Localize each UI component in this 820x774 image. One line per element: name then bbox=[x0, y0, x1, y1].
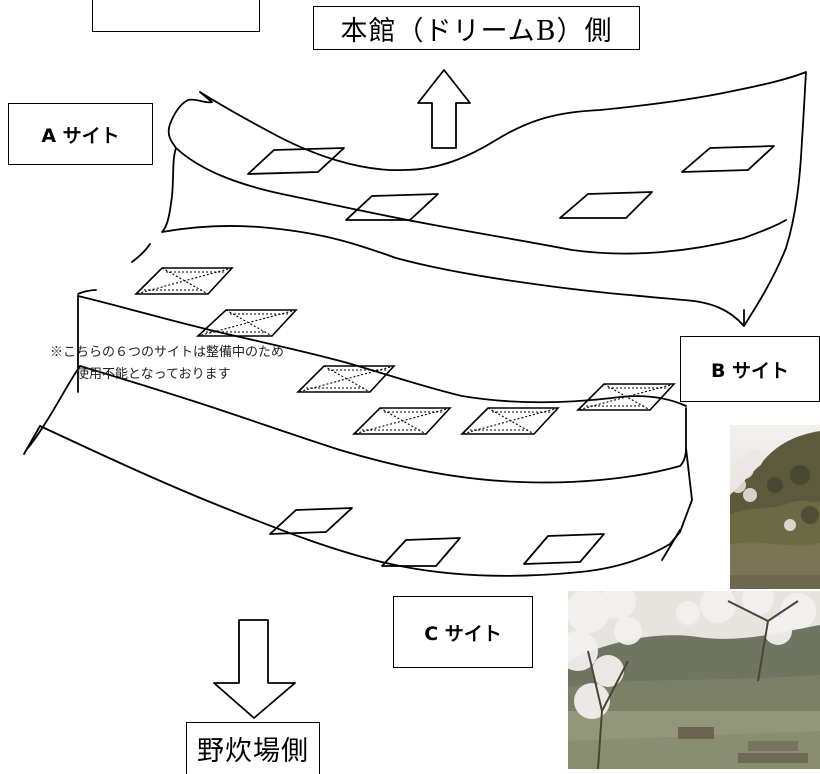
a-site-pad-4 bbox=[681, 145, 775, 173]
closed-pad-6 bbox=[576, 383, 676, 411]
closed-pad-5 bbox=[460, 407, 560, 435]
closed-pad-4 bbox=[352, 407, 452, 435]
closed-pad-3 bbox=[296, 365, 396, 393]
a-site-pad-2 bbox=[345, 193, 439, 221]
a-site-area bbox=[161, 71, 807, 327]
closed-pad-2 bbox=[195, 309, 298, 337]
top-left-frame bbox=[92, 0, 260, 32]
maintenance-note: ※こちらの６つのサイトは整備中のため 使用不能となっております bbox=[50, 342, 284, 386]
c-site-pad-3 bbox=[523, 533, 605, 565]
b-site-area bbox=[77, 243, 687, 407]
a-site-pad-3 bbox=[559, 191, 653, 219]
down-arrow-icon bbox=[213, 619, 296, 719]
maintenance-note-line1: ※こちらの６つのサイトは整備中のため bbox=[50, 345, 285, 360]
up-arrow-icon bbox=[417, 69, 471, 149]
maintenance-note-line2: 使用不能となっております bbox=[76, 367, 231, 382]
hillside-photo bbox=[730, 425, 820, 589]
c-site-area bbox=[39, 425, 693, 577]
a-site-label: A サイト bbox=[8, 103, 153, 165]
b-site-label: B サイト bbox=[680, 336, 820, 402]
bottom-direction-label: 野炊場側 bbox=[186, 722, 320, 774]
a-site-pad-1 bbox=[247, 147, 345, 175]
top-direction-label: 本館（ドリームB）側 bbox=[313, 6, 640, 50]
c-site-pad-2 bbox=[381, 537, 461, 567]
c-site-pad-1 bbox=[269, 507, 353, 535]
closed-pad-1 bbox=[134, 267, 234, 295]
campsite-photo bbox=[568, 591, 820, 769]
c-site-label: C サイト bbox=[393, 596, 533, 668]
